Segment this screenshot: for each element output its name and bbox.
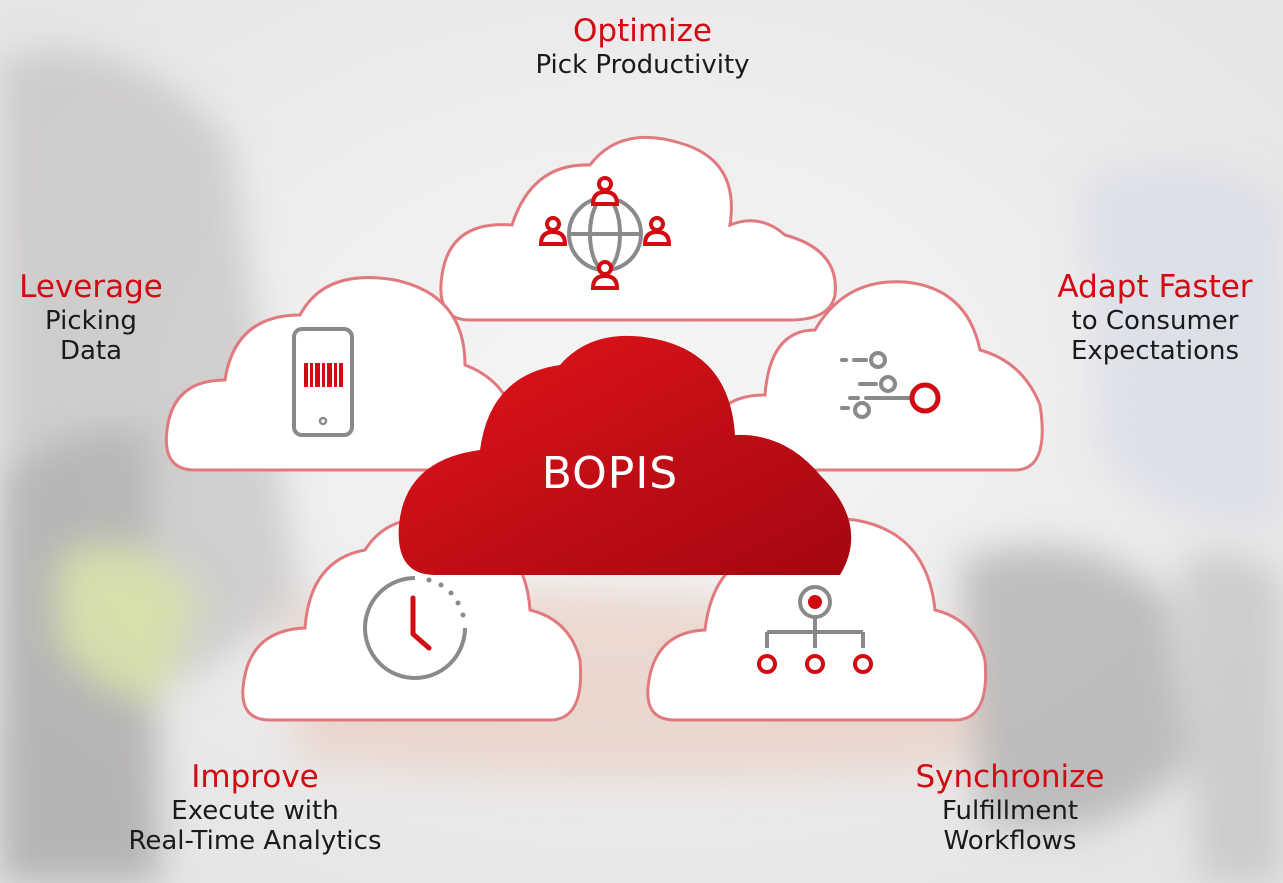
label-right-line-1: to Consumer <box>1071 305 1239 336</box>
label-bottom-right-title: Synchronize <box>915 759 1105 795</box>
cloud-top-shape <box>439 135 837 322</box>
center-label: BOPIS <box>541 448 679 499</box>
label-top: Optimize Pick Productivity <box>440 13 845 80</box>
label-bottom-left: Improve Execute with Real-Time Analytics <box>100 759 410 857</box>
label-right-line-2: Expectations <box>1070 336 1240 367</box>
clock-icon <box>363 576 467 680</box>
label-left-line-2: Data <box>59 336 123 367</box>
label-top-line-1: Pick Productivity <box>535 49 750 80</box>
fast-motion-icon <box>840 351 941 419</box>
phone-barcode-icon <box>292 327 354 437</box>
label-bottom-left-line-1: Execute with <box>171 795 339 826</box>
cloud-top <box>439 125 840 325</box>
people-globe-icon <box>538 176 672 290</box>
label-bottom-left-line-2: Real-Time Analytics <box>128 826 382 857</box>
cloud-left <box>164 270 525 475</box>
label-bottom-right-line-1: Fulfillment <box>941 795 1079 826</box>
label-left-line-1: Picking <box>45 305 137 336</box>
label-right: Adapt Faster to Consumer Expectations <box>1035 269 1275 367</box>
label-bottom-right: Synchronize Fulfillment Workflows <box>880 759 1140 857</box>
label-left-title: Leverage <box>19 269 163 305</box>
label-bottom-left-title: Improve <box>191 759 319 795</box>
hierarchy-icon <box>757 585 873 674</box>
label-bottom-right-line-2: Workflows <box>943 826 1077 857</box>
label-left: Leverage Picking Data <box>0 269 182 367</box>
cloud-center-shape <box>398 335 852 575</box>
label-right-title: Adapt Faster <box>1057 269 1253 305</box>
cloud-center <box>395 325 870 580</box>
label-top-title: Optimize <box>572 13 712 49</box>
